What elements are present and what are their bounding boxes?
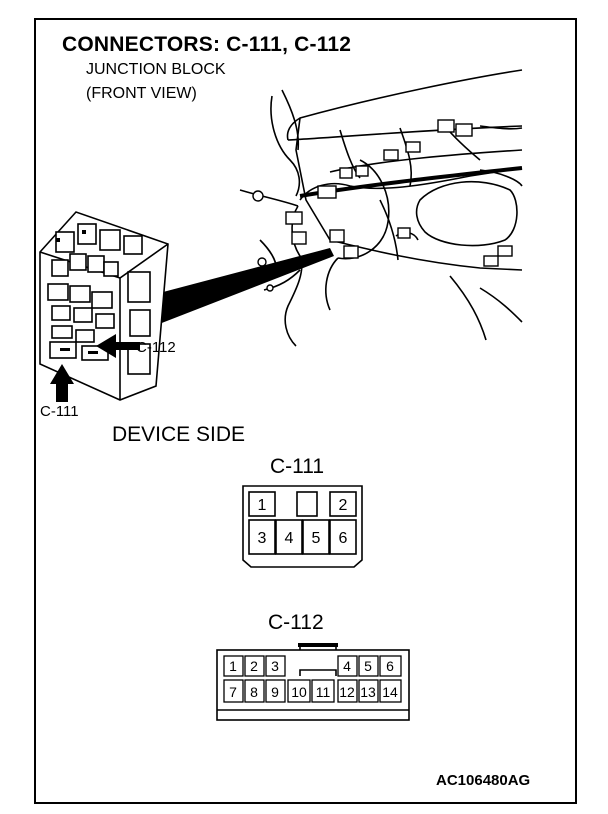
- dash-connectors: [252, 119, 513, 292]
- c-112-pin-9: 9: [271, 684, 279, 700]
- c-112-pin-3: 3: [271, 658, 279, 674]
- c-112-pin-14: 14: [382, 684, 398, 700]
- c-112-pin-7: 7: [229, 684, 237, 700]
- device-side-label: DEVICE SIDE: [112, 423, 246, 446]
- c-112-pin-5: 5: [364, 658, 372, 674]
- c-112-pin-11: 11: [316, 684, 331, 700]
- c-112-pin-2: 2: [250, 658, 258, 674]
- c-111-key: [296, 491, 318, 517]
- c-111-pin-cell-1: [248, 491, 276, 517]
- c-112-pin-6: 6: [386, 658, 394, 674]
- c-112-pin-10: 10: [291, 684, 307, 700]
- c-111-pin-cell-6: [329, 519, 357, 555]
- c-112-pin-1: 1: [229, 658, 237, 674]
- c-111-connector-face: [242, 485, 363, 568]
- figure-frame: [34, 18, 577, 804]
- c-111-pin-3: 3: [258, 530, 267, 547]
- subtitle-front-view: (FRONT VIEW): [86, 85, 197, 102]
- dashboard-drawing: [239, 69, 523, 347]
- c-111-pin-cell-3: [248, 519, 276, 555]
- callout-c-112: C-112: [136, 339, 176, 356]
- c-111-pin-2: 2: [339, 497, 348, 514]
- c-111-pin-6: 6: [339, 530, 348, 547]
- block-hatching: [56, 230, 98, 354]
- c-111-pin-4: 4: [285, 530, 294, 547]
- page-title: CONNECTORS: C-111, C-112: [62, 33, 352, 56]
- c-112-pin-12: 12: [339, 684, 355, 700]
- c-112-pin-8: 8: [250, 684, 258, 700]
- c-111-pin-cell-5: [302, 519, 330, 555]
- c-111-pin-cell-2: [329, 491, 357, 517]
- c-111-pin-5: 5: [312, 530, 321, 547]
- c-111-pin-1: 1: [258, 497, 267, 514]
- projection-wedge: [148, 248, 334, 326]
- c-112-heading: C-112: [268, 611, 324, 634]
- c-112-pin-4: 4: [343, 658, 351, 674]
- c-112-latch: [298, 643, 338, 647]
- c-112-pin-grid: [223, 655, 402, 703]
- c-111-arrow: [50, 364, 74, 402]
- callout-c-111: C-111: [40, 403, 79, 420]
- c-111-heading: C-111: [270, 455, 325, 478]
- junction-block: [39, 211, 169, 401]
- c-112-pin-13: 13: [360, 684, 376, 700]
- figure-code: AC106480AG: [436, 772, 531, 789]
- c-111-pin-cell-4: [275, 519, 303, 555]
- subtitle-junction-block: JUNCTION BLOCK: [86, 61, 226, 78]
- c-112-arrow: [96, 334, 140, 358]
